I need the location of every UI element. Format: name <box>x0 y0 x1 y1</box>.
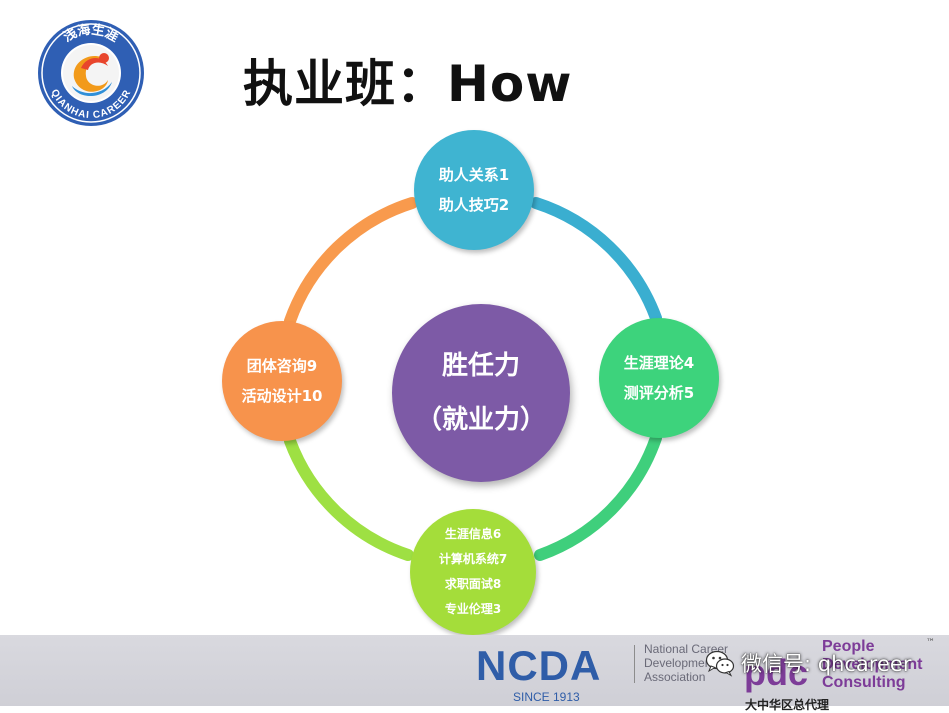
slide-title: 执业班：How <box>243 55 573 113</box>
footer-bar <box>0 635 949 706</box>
ncda-name-line: Association <box>644 670 706 684</box>
qianhai-career-logo: 浅海生涯 QIANHAI CAREER <box>38 20 144 126</box>
pdc-logo: pdc <box>744 652 809 693</box>
wechat-watermark: 微信号: qhcareer <box>705 646 911 680</box>
node-top-line-1: 助人关系1 <box>438 166 510 184</box>
node-left-line-2: 活动设计10 <box>241 387 323 405</box>
pdc-name-line: People <box>822 638 875 655</box>
node-bottom-line-2: 计算机系统7 <box>438 552 508 566</box>
node-top-line-2: 助人技巧2 <box>438 196 510 214</box>
arc-bottom-left <box>284 435 414 561</box>
wechat-icon <box>705 650 735 677</box>
ncda-since: SINCE 1913 <box>513 690 580 704</box>
node-right-line-2: 测评分析5 <box>623 384 695 402</box>
ncda-name-line: Development <box>644 656 715 670</box>
pdc-name-line: Development <box>822 656 923 673</box>
node-right: 生涯理论4 测评分析5 <box>599 318 719 438</box>
node-right-line-1: 生涯理论4 <box>623 354 695 372</box>
node-bottom-line-3: 求职面试8 <box>444 577 502 591</box>
china-agent-label: 大中华区总代理 <box>745 698 830 712</box>
node-bottom-line-4: 专业伦理3 <box>444 602 502 616</box>
arc-top-right <box>530 197 662 324</box>
ncda-full-name: National Career Development Association <box>644 642 728 684</box>
wechat-id-text: 微信号: qhcareer <box>741 652 912 676</box>
node-center: 胜任力 （就业力） <box>392 304 570 482</box>
node-bottom-line-1: 生涯信息6 <box>444 527 502 541</box>
arc-left-top <box>284 197 418 327</box>
node-left: 团体咨询9 活动设计10 <box>222 321 342 441</box>
trademark-mark: ™ <box>926 638 935 648</box>
ncda-logo: NCDA <box>476 642 602 689</box>
footer-divider <box>634 645 635 683</box>
node-bottom: 生涯信息6 计算机系统7 求职面试8 专业伦理3 <box>410 509 536 635</box>
pdc-name: People Development Consulting <box>822 638 922 692</box>
node-top: 助人关系1 助人技巧2 <box>414 130 534 250</box>
node-left-line-1: 团体咨询9 <box>246 357 318 375</box>
ncda-name-line: National Career <box>644 642 729 656</box>
arc-right-bottom <box>534 432 662 561</box>
pdc-name-line: Consulting <box>822 674 906 691</box>
center-line-1: 胜任力 <box>441 351 520 381</box>
center-line-2: （就业力） <box>415 405 546 435</box>
